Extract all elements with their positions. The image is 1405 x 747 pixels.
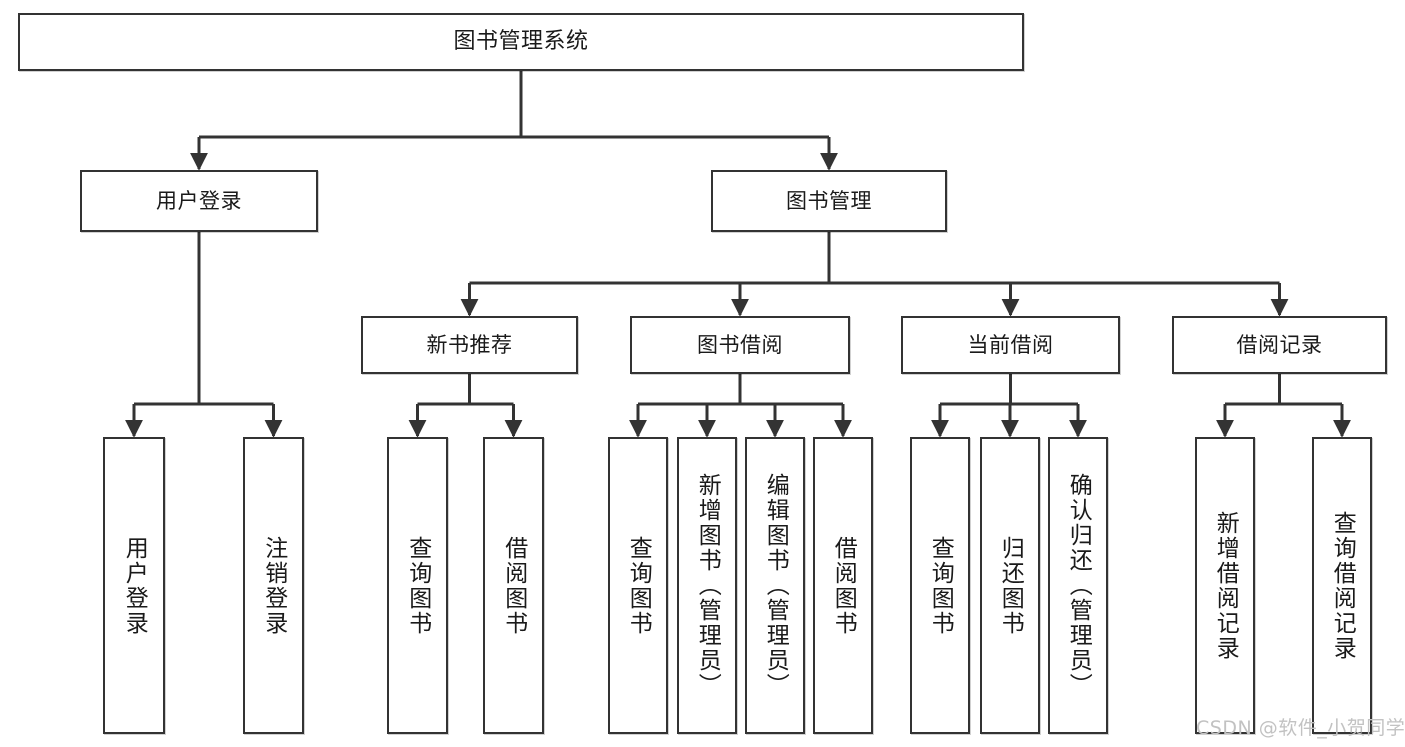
node-label: 借阅图书 xyxy=(830,535,857,636)
node-label: 借阅记录 xyxy=(1236,332,1323,357)
node-label: 确认归还（管理员） xyxy=(1065,473,1092,698)
node-label: 借阅图书 xyxy=(500,535,527,636)
node-label: 查询图书 xyxy=(404,535,431,636)
node-leaf-edit-book[interactable]: 编辑图书（管理员） xyxy=(745,437,805,734)
watermark-text: CSDN @软件_小贺同学 xyxy=(1196,717,1405,739)
node-book-borrow[interactable]: 图书借阅 xyxy=(630,316,850,374)
node-label: 用户登录 xyxy=(121,535,148,636)
node-new-book-recommendation[interactable]: 新书推荐 xyxy=(361,316,578,374)
node-leaf-query-book-2[interactable]: 查询图书 xyxy=(608,437,668,734)
node-leaf-borrow-book-2[interactable]: 借阅图书 xyxy=(813,437,873,734)
node-label: 查询图书 xyxy=(927,535,954,636)
node-user-login[interactable]: 用户登录 xyxy=(80,170,318,232)
node-label: 查询图书 xyxy=(625,535,652,636)
node-leaf-logout[interactable]: 注销登录 xyxy=(243,437,304,734)
node-leaf-query-book-1[interactable]: 查询图书 xyxy=(387,437,448,734)
node-label: 查询借阅记录 xyxy=(1329,510,1356,661)
node-leaf-query-borrow-record[interactable]: 查询借阅记录 xyxy=(1312,437,1372,734)
node-root-book-management-system[interactable]: 图书管理系统 xyxy=(18,13,1024,71)
node-leaf-confirm-return[interactable]: 确认归还（管理员） xyxy=(1048,437,1108,734)
node-book-management[interactable]: 图书管理 xyxy=(711,170,947,232)
node-leaf-user-login[interactable]: 用户登录 xyxy=(103,437,165,734)
node-label: 新书推荐 xyxy=(426,332,513,357)
node-label: 用户登录 xyxy=(156,188,242,213)
node-label: 图书借阅 xyxy=(697,332,783,357)
node-label: 编辑图书（管理员） xyxy=(762,473,789,698)
node-label: 图书管理 xyxy=(786,188,872,213)
node-borrow-record[interactable]: 借阅记录 xyxy=(1172,316,1387,374)
node-leaf-borrow-book-1[interactable]: 借阅图书 xyxy=(483,437,544,734)
node-label: 注销登录 xyxy=(260,535,287,636)
node-leaf-add-borrow-record[interactable]: 新增借阅记录 xyxy=(1195,437,1255,734)
node-label: 新增图书（管理员） xyxy=(694,473,721,698)
node-label: 归还图书 xyxy=(997,535,1024,636)
node-label: 当前借阅 xyxy=(967,332,1054,357)
node-label: 图书管理系统 xyxy=(453,29,589,55)
node-label: 新增借阅记录 xyxy=(1212,510,1239,661)
node-leaf-add-book[interactable]: 新增图书（管理员） xyxy=(677,437,737,734)
node-leaf-query-book-3[interactable]: 查询图书 xyxy=(910,437,970,734)
node-leaf-return-book[interactable]: 归还图书 xyxy=(980,437,1040,734)
node-current-borrow[interactable]: 当前借阅 xyxy=(901,316,1120,374)
